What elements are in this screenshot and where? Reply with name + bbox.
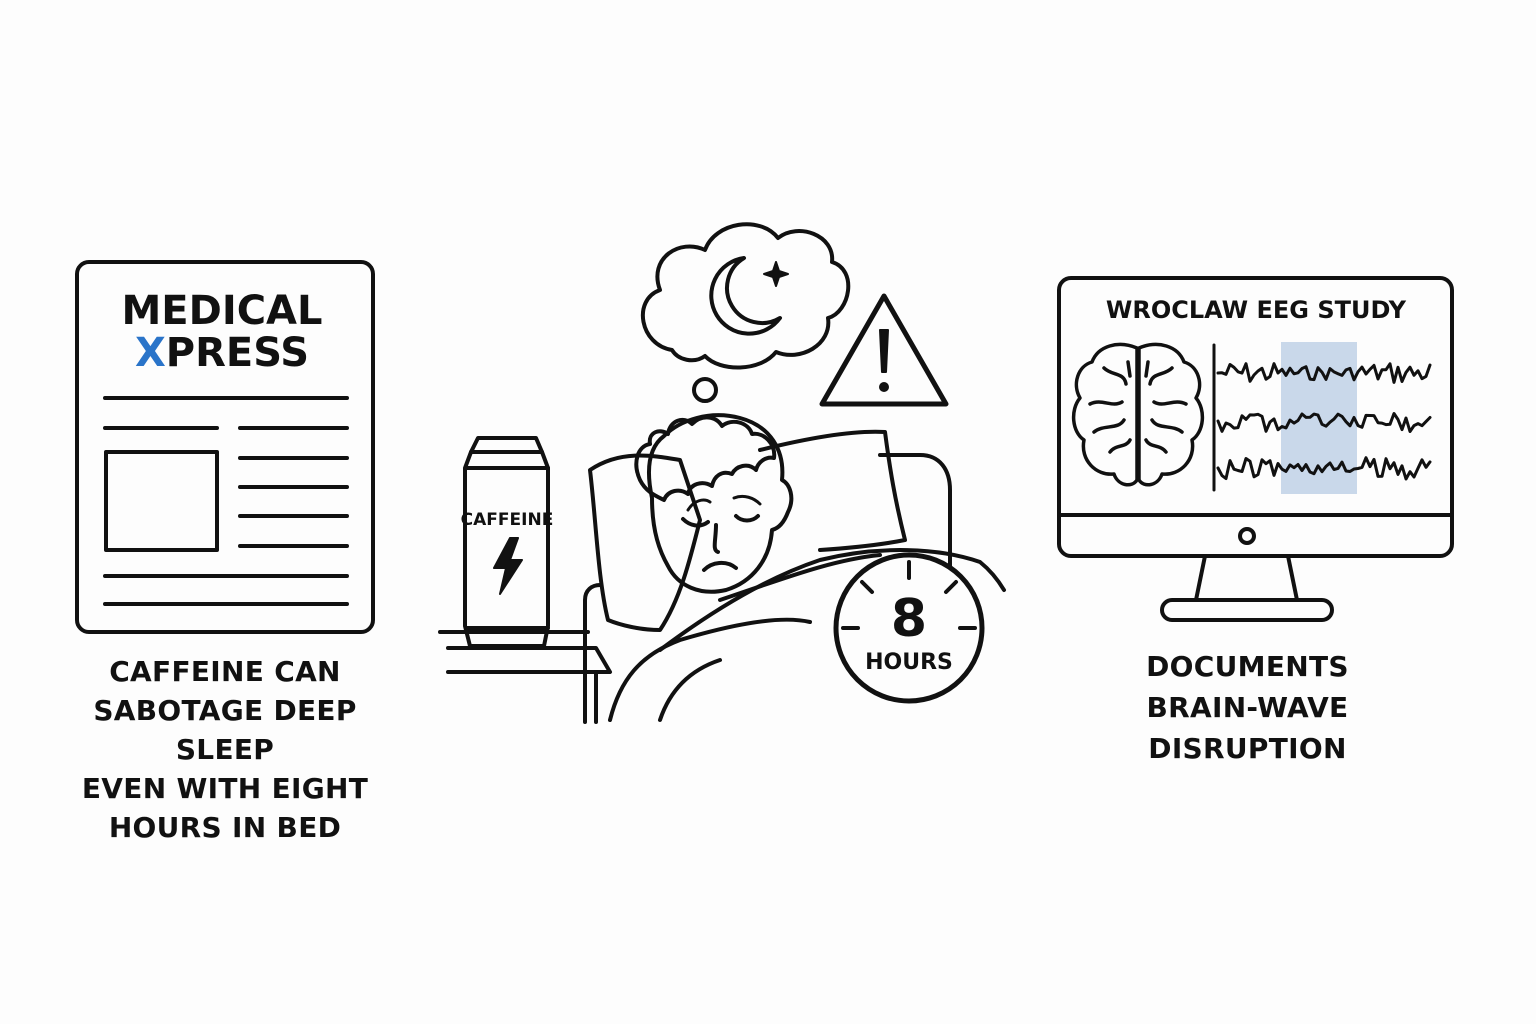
monitor-caption-line: DISRUPTION bbox=[1148, 732, 1347, 765]
pillow-right bbox=[758, 429, 907, 552]
star-icon bbox=[763, 261, 789, 287]
brain-left-hemisphere bbox=[1071, 342, 1139, 487]
brain-left-folds bbox=[1088, 360, 1132, 454]
thought-cloud-icon bbox=[641, 222, 851, 403]
person-hair bbox=[634, 415, 777, 502]
thought-cloud-bubble bbox=[641, 222, 851, 370]
monitor-caption-line: BRAIN-WAVE bbox=[1146, 691, 1349, 724]
warning-dot bbox=[879, 382, 889, 392]
eeg-trace-3 bbox=[1216, 456, 1432, 481]
newspaper-photo-box bbox=[104, 450, 219, 552]
eeg-trace-2 bbox=[1216, 412, 1432, 433]
clock-unit: HOURS bbox=[865, 650, 953, 675]
monitor-screen bbox=[1057, 276, 1454, 558]
headboard bbox=[878, 453, 952, 570]
monitor-neck bbox=[1194, 554, 1299, 602]
blanket-top-edge bbox=[658, 548, 1006, 652]
can-body bbox=[463, 436, 550, 648]
headline-line: EVEN WITH EIGHT bbox=[81, 772, 369, 805]
clock-icon: 8 HOURS bbox=[833, 552, 985, 704]
newspaper-frame bbox=[75, 260, 375, 634]
newspaper-headline: CAFFEINE CAN SABOTAGE DEEP SLEEP EVEN WI… bbox=[40, 652, 410, 847]
blanket-crease bbox=[658, 658, 722, 722]
headline-line: CAFFEINE CAN bbox=[109, 655, 341, 688]
masthead-x-letter: X bbox=[135, 330, 166, 376]
person-frown bbox=[702, 561, 738, 572]
masthead-xpress: XPRESS bbox=[135, 330, 309, 376]
closed-eye-right bbox=[734, 514, 760, 523]
lightning-icon bbox=[493, 537, 523, 595]
clock-tick bbox=[860, 580, 874, 594]
thought-dot bbox=[692, 377, 718, 403]
closed-eye-left bbox=[681, 517, 710, 528]
warning-mark bbox=[879, 329, 889, 373]
monitor-icon: WROCLAW EEG STUDY bbox=[1057, 276, 1454, 622]
blanket-lower-edge bbox=[608, 617, 812, 722]
brain-right-hemisphere bbox=[1137, 342, 1205, 487]
blanket bbox=[608, 548, 1006, 722]
monitor-base bbox=[1160, 598, 1334, 622]
monitor-caption: DOCUMENTS BRAIN-WAVE DISRUPTION bbox=[1110, 646, 1385, 769]
headline-line: HOURS IN BED bbox=[108, 811, 342, 844]
pillow-left bbox=[588, 453, 702, 632]
can-label: CAFFEINE bbox=[461, 510, 554, 530]
moon-icon bbox=[709, 256, 782, 336]
bed-frame-left bbox=[583, 583, 602, 724]
monitor-power-button bbox=[1238, 527, 1256, 545]
monitor-caption-line: DOCUMENTS bbox=[1146, 650, 1349, 683]
headline-line: SABOTAGE DEEP SLEEP bbox=[93, 694, 357, 766]
caffeine-can-icon: CAFFEINE bbox=[461, 436, 554, 648]
bed bbox=[583, 453, 952, 724]
sleeping-person bbox=[634, 413, 794, 594]
eeg-trace-1 bbox=[1216, 362, 1432, 384]
brain-icon bbox=[1071, 342, 1205, 487]
eyebrow-left bbox=[686, 498, 712, 512]
blanket-fold bbox=[718, 553, 882, 602]
masthead-press: PRESS bbox=[166, 330, 309, 376]
warning-icon bbox=[819, 293, 949, 407]
newspaper-icon: MEDICAL XPRESS bbox=[75, 260, 375, 634]
person-nose bbox=[712, 523, 720, 554]
warning-triangle bbox=[819, 293, 949, 407]
masthead-medical: MEDICAL bbox=[121, 288, 322, 334]
monitor-title: WROCLAW EEG STUDY bbox=[1106, 296, 1407, 324]
clock-tick bbox=[944, 580, 958, 594]
brain-right-folds bbox=[1144, 360, 1188, 454]
eyebrow-right bbox=[732, 494, 762, 506]
clock-number: 8 bbox=[891, 589, 927, 649]
person-head bbox=[646, 413, 794, 594]
